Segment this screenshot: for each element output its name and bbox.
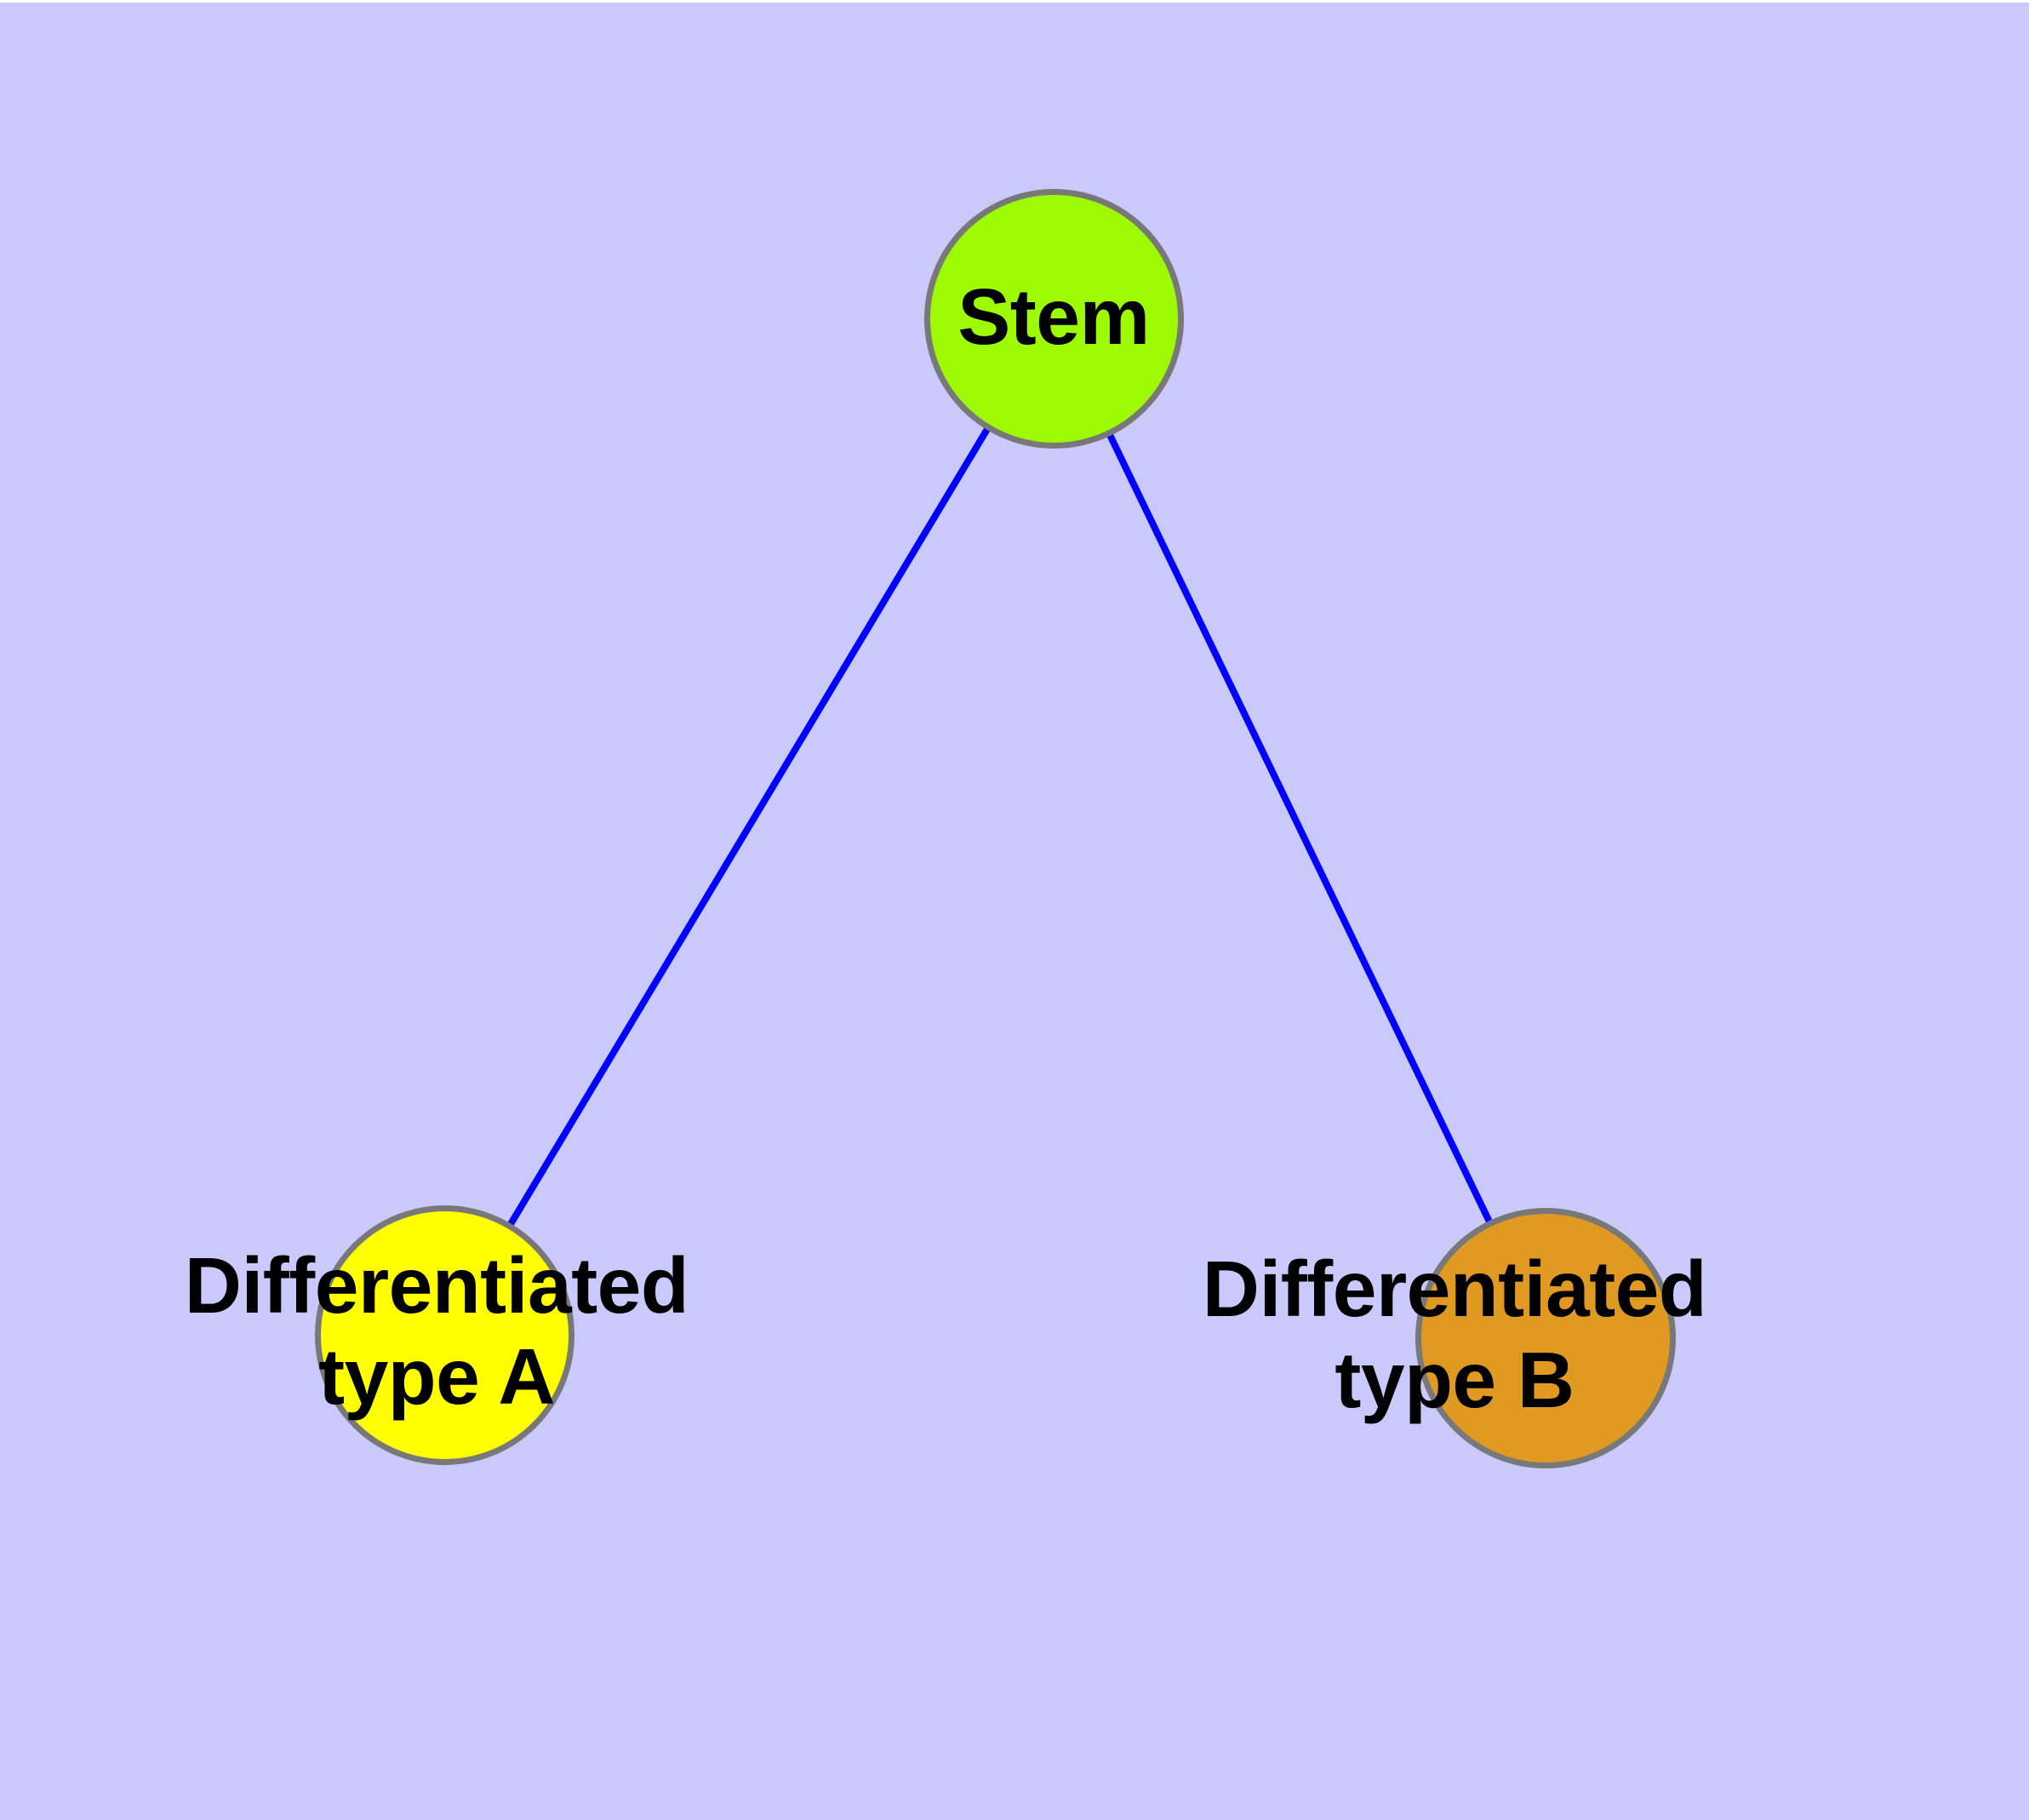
node-differentiated-type-a[interactable]	[315, 1205, 574, 1465]
node-differentiated-type-b-label: Differentiated type B	[1202, 1245, 1707, 1424]
node-stem-label: Stem	[957, 272, 1150, 361]
node-stem[interactable]	[924, 189, 1184, 449]
edge-stem-to-type-a	[441, 316, 1057, 1337]
node-differentiated-type-a-label: Differentiated type A	[184, 1241, 689, 1421]
node-differentiated-type-b[interactable]	[1415, 1208, 1676, 1468]
top-margin-strip	[0, 0, 2029, 3]
edge-stem-to-type-b	[1050, 317, 1549, 1340]
